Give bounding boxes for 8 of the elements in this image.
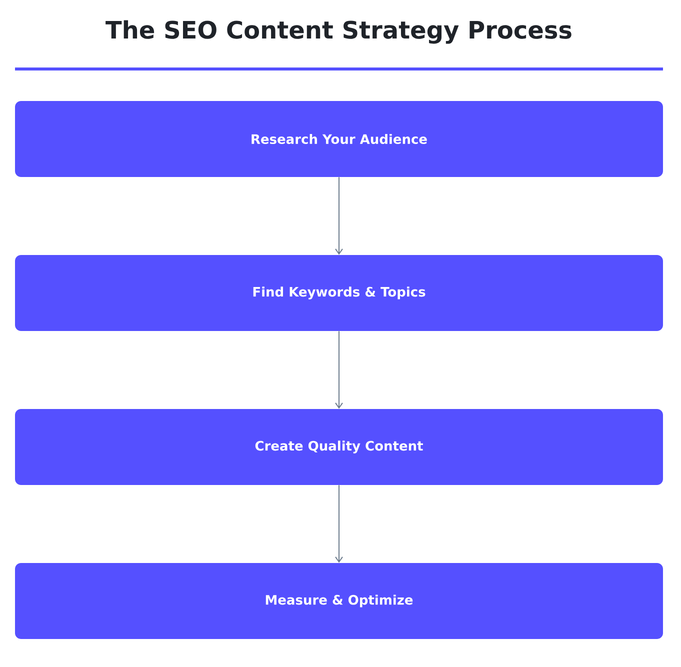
process-box: Find Keywords & Topics [15,255,663,331]
process-box: Create Quality Content [15,408,663,485]
arrow [335,484,343,563]
arrow [335,176,343,255]
title: The SEO Content Strategy Process [106,20,572,44]
process-box: Research Your Audience [15,101,663,177]
process-box: Measure & Optimize [15,562,663,639]
arrow [335,330,343,409]
